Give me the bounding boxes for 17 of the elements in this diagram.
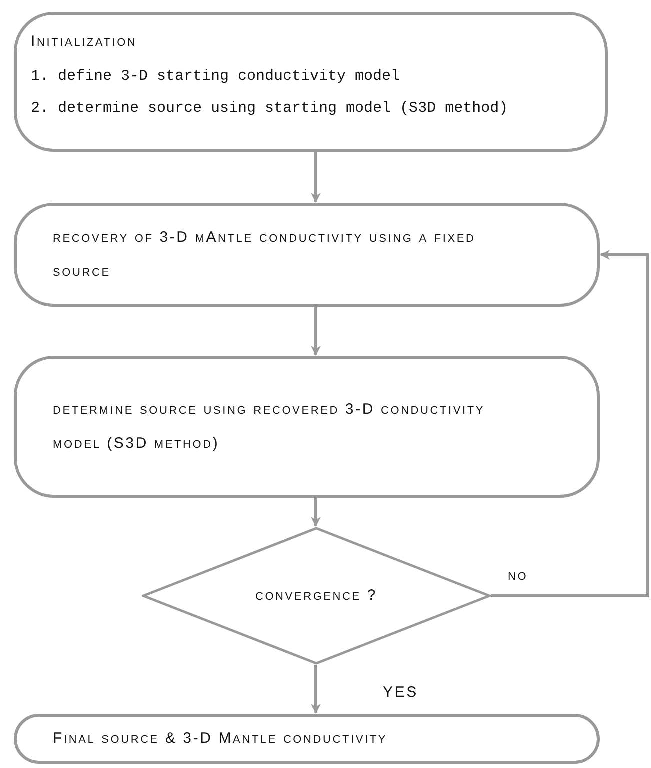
node-text: determine source using recovered 3-D conductivity model (S3D method) xyxy=(53,400,486,454)
step-text: 1. define 3-D starting conductivity model xyxy=(31,68,402,86)
process-box xyxy=(14,203,600,307)
step-text: 2. determine source using starting model (S3D method) xyxy=(31,100,510,119)
arrow xyxy=(311,665,321,714)
arrow xyxy=(491,250,650,598)
arrow xyxy=(311,307,321,356)
decision-diamond xyxy=(142,527,491,665)
box-heading: Initialization xyxy=(31,32,138,52)
process-box xyxy=(14,356,600,498)
process-box xyxy=(14,12,608,152)
arrow xyxy=(311,498,321,527)
node-text: recovery of 3-D mAntle conductivity using a fixed source xyxy=(53,228,477,282)
node-text: convergence ? xyxy=(255,586,378,606)
node-text: Final source & 3-D Mantle conductivity xyxy=(53,728,389,749)
process-box xyxy=(14,714,600,764)
arrow xyxy=(311,152,321,203)
